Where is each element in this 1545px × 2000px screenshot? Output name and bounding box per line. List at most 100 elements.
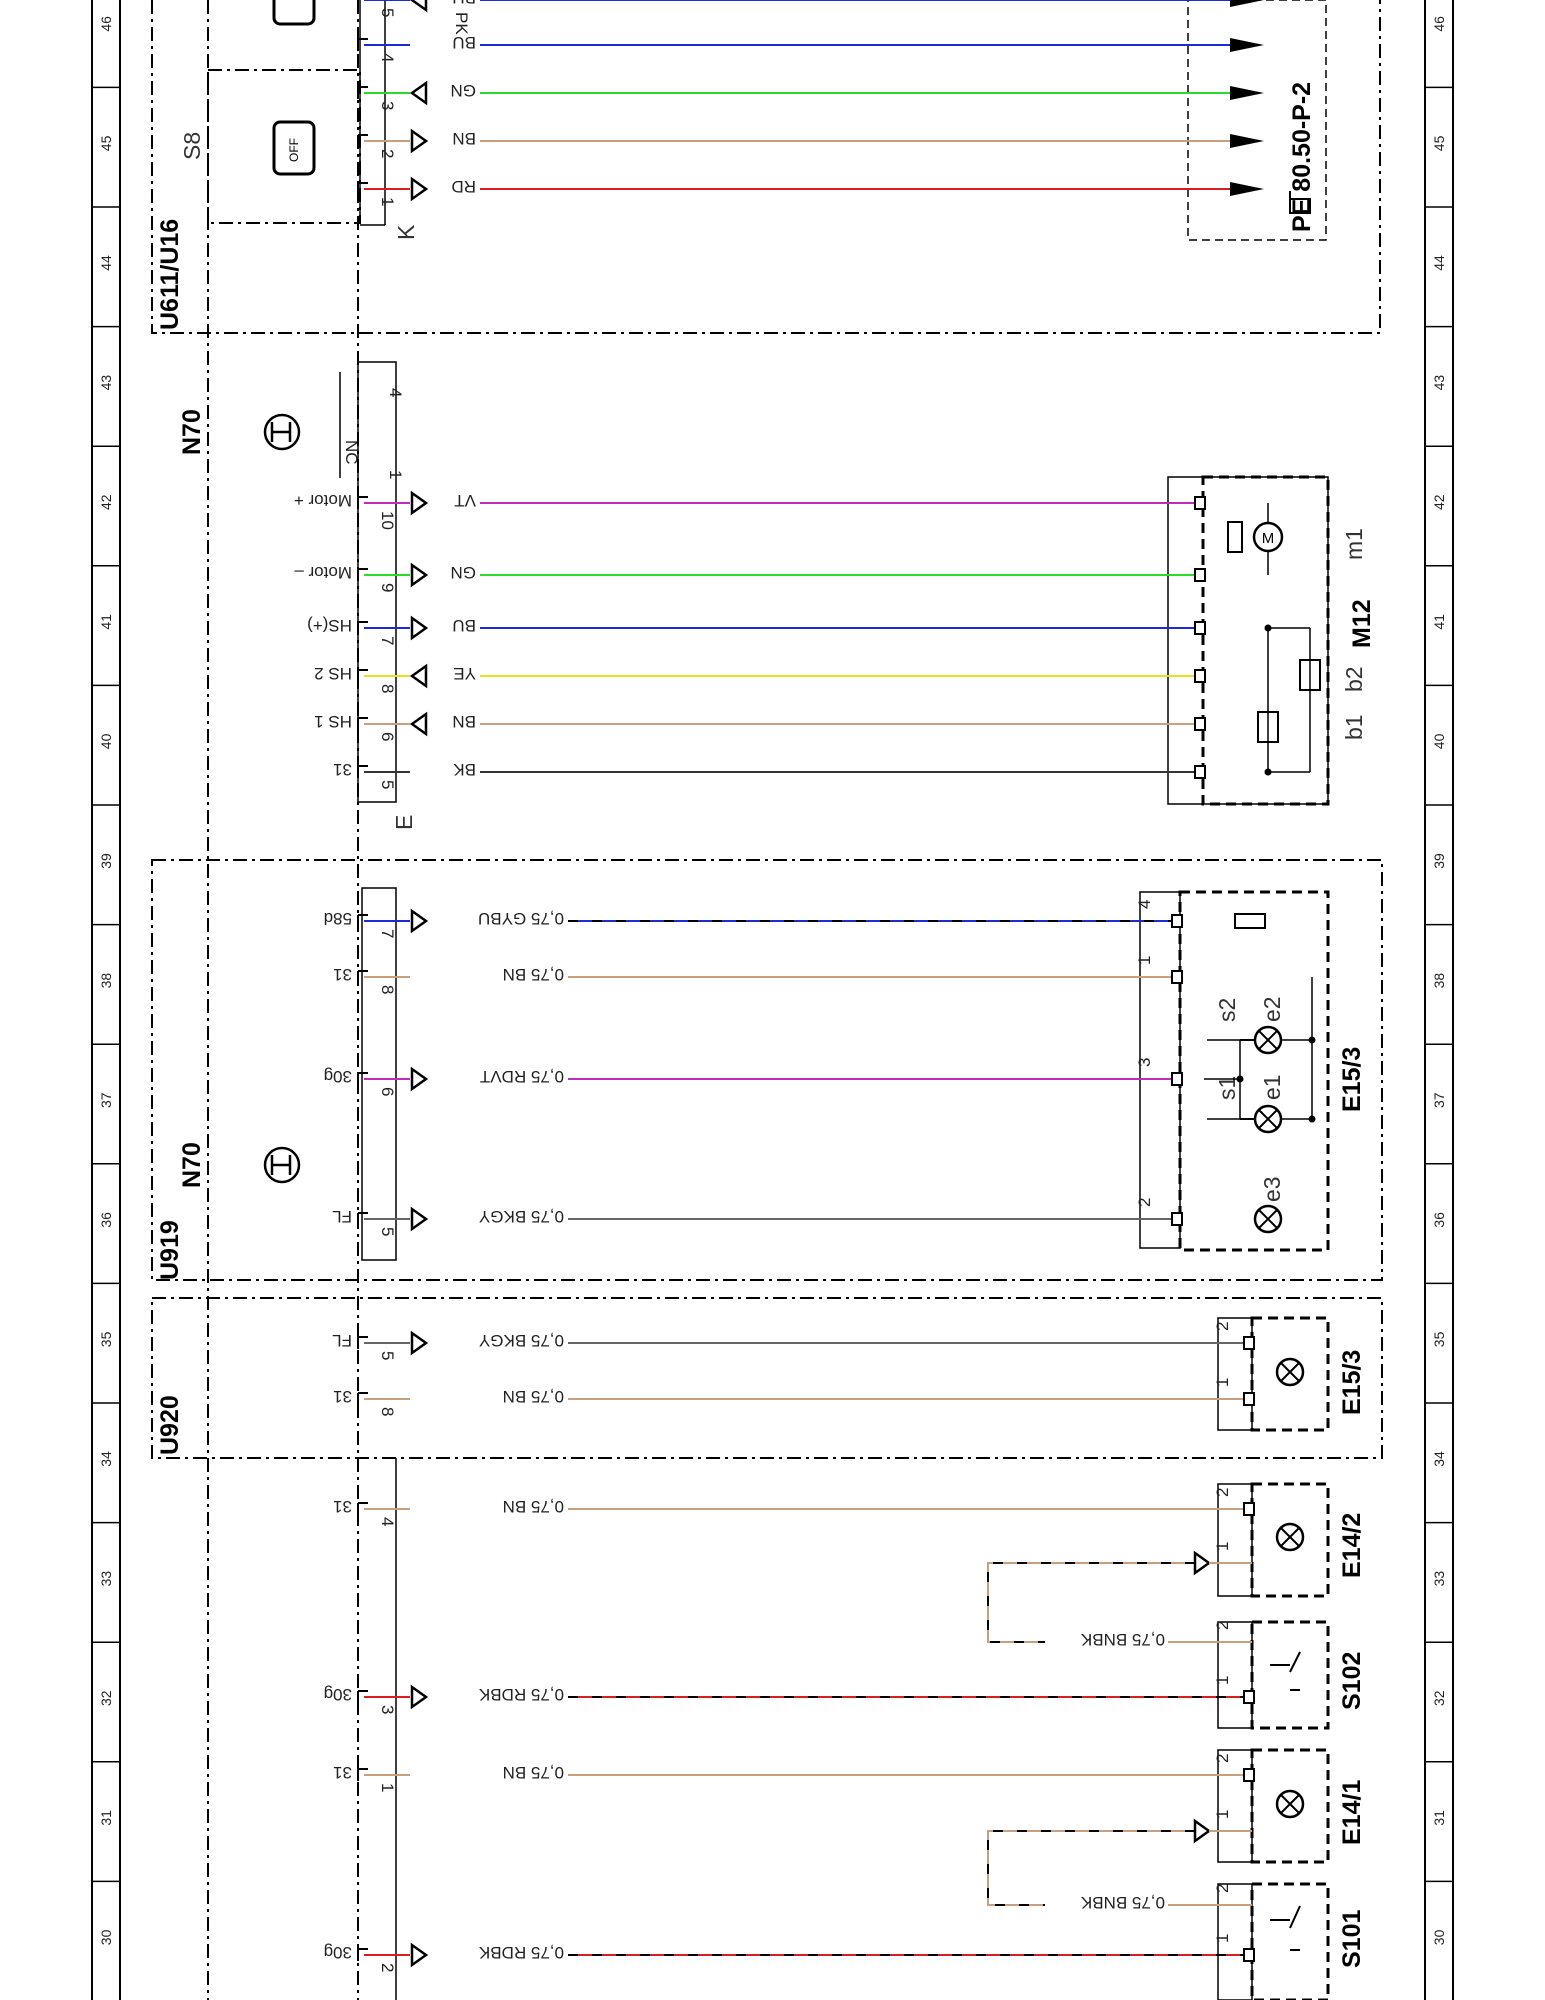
device-pin-label: 1 (1213, 1542, 1232, 1551)
pin-icon (1243, 1768, 1255, 1782)
pin-icon (1194, 621, 1206, 635)
hand-pointer-icon (1289, 191, 1311, 214)
label-e15-3-upper: E15/3 (1338, 1047, 1366, 1112)
device-pin-label: 2 (1213, 1322, 1232, 1331)
wire-k3[interactable]: GN3 (357, 80, 1264, 110)
wire-signal-label: 30g (324, 1067, 352, 1086)
wire-k5[interactable]: BU5 (357, 0, 1264, 17)
arrow-right-icon (1230, 0, 1264, 7)
zone-number: 45 (98, 135, 114, 151)
direction-marker-icon (410, 908, 429, 934)
label-m1: m1 (1341, 528, 1367, 560)
pin-icon (1194, 765, 1206, 779)
transistor-icon (263, 413, 301, 451)
label-e2: e2 (1259, 996, 1285, 1022)
svg-text:4: 4 (386, 388, 405, 397)
device-pin-label: 1 (1213, 1810, 1232, 1819)
label-u920: U920 (156, 1395, 184, 1455)
label-s102: S102 (1338, 1652, 1366, 1710)
pin-icon (1194, 669, 1206, 683)
direction-marker-icon (1193, 1818, 1212, 1844)
wire-color-label: 0,75 RDBK (478, 1685, 564, 1704)
label-m12: M12 (1348, 599, 1376, 648)
wire-pin-label: 7 (378, 636, 397, 645)
switch-icon[interactable] (272, 120, 316, 176)
wire-pin-label: 4 (378, 53, 397, 62)
arrow-right-icon (1230, 182, 1264, 196)
led-resistor-icon (1234, 913, 1266, 929)
switch-icon (1270, 1651, 1301, 1691)
pin-icon (1171, 1212, 1183, 1226)
wire-k2[interactable]: BN2 (357, 128, 1264, 158)
zone-number: 39 (98, 853, 114, 869)
device-pin-label: 4 (1135, 900, 1154, 909)
direction-marker-icon (410, 1206, 429, 1232)
wire-k4[interactable]: BU4 (357, 33, 1264, 62)
label-e3: e3 (1259, 1176, 1285, 1202)
direction-marker-icon (410, 1684, 429, 1710)
zone-number: 40 (1431, 733, 1447, 749)
wire-k1[interactable]: RD1 (357, 176, 1264, 206)
wire-pin-label: 2 (378, 149, 397, 158)
label-s2: s2 (1214, 998, 1240, 1022)
reference-link[interactable]: PE 80.50-P-2 (1288, 82, 1316, 232)
wire-signal-label: 30g (324, 1943, 352, 1962)
zone-number: 39 (1431, 853, 1447, 869)
label-e1: e1 (1259, 1074, 1285, 1100)
lamp-icon (1275, 1522, 1305, 1552)
block-u920: U920 E15/3 (151, 1297, 1383, 1459)
wire-pin-label: 3 (378, 101, 397, 110)
jumper-33[interactable]: 0,75 BNBK (987, 1550, 1252, 1649)
zone-number: 35 (98, 1331, 114, 1347)
label-e14-1: E14/1 (1338, 1780, 1366, 1845)
direction-marker-icon (410, 176, 429, 202)
wire-pin-label: 1 (378, 1783, 397, 1792)
switch-icon[interactable] (272, 0, 316, 26)
connector-e: E (391, 815, 417, 830)
wire-pin-label: 5 (378, 1227, 397, 1236)
lower-devices: E14/2 S102 E14/1 S101 (395, 1458, 1366, 2000)
device-pin-label: 3 (1135, 1058, 1154, 1067)
partial-label: PK (452, 12, 471, 35)
zone-number: 42 (98, 494, 114, 510)
wire-color-label: 0,75 BKGY (479, 1207, 564, 1226)
zone-number: 38 (98, 973, 114, 989)
lamp-e3-icon (1253, 1204, 1283, 1234)
zone-number: 45 (1431, 135, 1447, 151)
direction-marker-icon (410, 1942, 429, 1968)
wire-pin-label: 4 (378, 1517, 397, 1526)
label-u919: U919 (156, 1220, 184, 1280)
zone-number: 32 (98, 1690, 114, 1706)
direction-marker-icon (410, 128, 429, 154)
wire-signal-label: 58d (324, 909, 352, 928)
pin-icon (1243, 1336, 1255, 1350)
jumper-31[interactable]: 0,75 BNBK (987, 1818, 1252, 1912)
direction-marker-icon (410, 562, 429, 588)
direction-marker-icon (409, 0, 428, 13)
zone-number: 32 (1431, 1690, 1447, 1706)
label-e15-3-lower: E15/3 (1338, 1350, 1366, 1415)
zone-number: 36 (1431, 1212, 1447, 1228)
connector-k: K (393, 224, 419, 240)
zone-number: 44 (1431, 255, 1447, 271)
direction-marker-icon (409, 663, 428, 689)
pin-icon (1194, 717, 1206, 731)
pin-icon (1243, 1948, 1255, 1962)
